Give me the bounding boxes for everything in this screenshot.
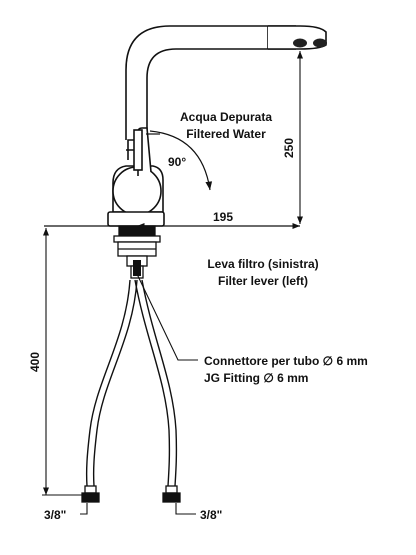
filtered-water-label-en: Filtered Water xyxy=(186,127,266,141)
flexible-hoses xyxy=(85,279,178,487)
faucet-spout xyxy=(125,25,327,140)
filtered-water-label-it: Acqua Depurata xyxy=(180,110,272,124)
filter-lever xyxy=(133,127,152,176)
fitting-label-en: JG Fitting ∅ 6 mm xyxy=(204,371,308,385)
hose-fittings xyxy=(81,485,181,503)
lever-angle-label: 90° xyxy=(168,155,186,169)
dimension-250-label: 250 xyxy=(282,138,296,158)
thread-size-right-label: 3/8" xyxy=(200,508,222,522)
thread-size-left-label: 3/8" xyxy=(44,508,66,522)
lever-angle-indicator xyxy=(146,130,213,191)
spout-outlet-icon xyxy=(293,38,327,48)
dimension-400-label: 400 xyxy=(28,352,42,372)
faucet-body xyxy=(107,139,165,227)
fitting-label-it: Connettore per tubo ∅ 6 mm xyxy=(204,354,368,368)
jg-fitting-icon xyxy=(133,260,141,276)
filter-lever-label-en: Filter lever (left) xyxy=(218,274,308,288)
dimension-195-label: 195 xyxy=(213,210,233,224)
leader-lines xyxy=(80,273,198,515)
filter-lever-label-it: Leva filtro (sinistra) xyxy=(207,257,318,271)
